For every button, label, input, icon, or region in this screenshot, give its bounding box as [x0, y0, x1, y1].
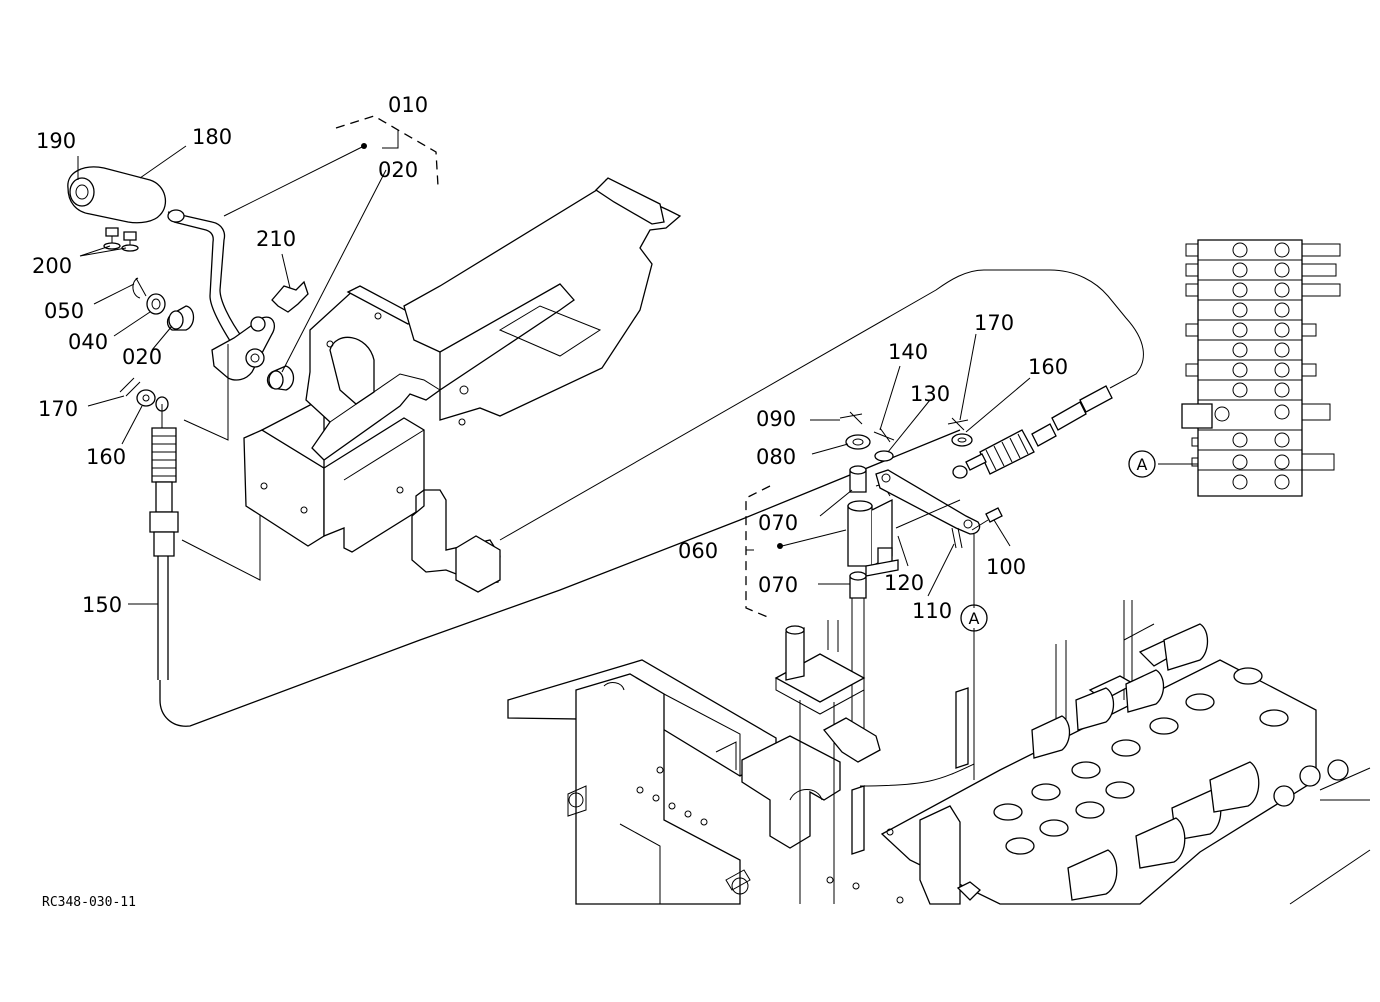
callout-140: 140 — [888, 340, 928, 364]
callout-070-upper: 070 — [758, 511, 798, 535]
callout-110: 110 — [912, 599, 952, 623]
callout-020-upper: 020 — [378, 158, 418, 182]
control-cable — [149, 404, 961, 727]
callout-200: 200 — [32, 254, 72, 278]
callout-060: 060 — [678, 539, 718, 563]
callout-070-lower: 070 — [758, 573, 798, 597]
machine-frame — [507, 600, 1371, 905]
callout-010: 010 — [388, 93, 428, 117]
cable-end-right — [499, 269, 1144, 541]
callout-050: 050 — [44, 299, 84, 323]
callout-170-right: 170 — [974, 311, 1014, 335]
callout-090: 090 — [756, 407, 796, 431]
valve-stack-inset — [1158, 239, 1341, 497]
callout-160-left: 160 — [86, 445, 126, 469]
reference-a-inset-label: A — [1137, 455, 1148, 474]
mounting-bracket — [243, 177, 682, 593]
leader-line — [382, 130, 399, 149]
leader-line — [181, 500, 261, 581]
group-bracket — [335, 115, 439, 187]
callout-100: 100 — [986, 555, 1026, 579]
group-bracket — [745, 485, 771, 619]
link-assembly — [839, 411, 1003, 780]
callout-leaders — [77, 145, 1031, 605]
drawing-id: RC348-030-11 — [42, 895, 136, 910]
callout-labels: 010 020 190 180 210 200 050 040 020 170 … — [32, 93, 1068, 623]
leader-line — [223, 145, 365, 217]
leader-line — [183, 344, 229, 441]
reference-a-link-label: A — [969, 609, 980, 628]
pointer-dot — [777, 543, 783, 549]
callout-130: 130 — [910, 382, 950, 406]
leader-line — [781, 529, 847, 547]
reference-marker-inset: A — [1128, 450, 1156, 478]
callout-120: 120 — [884, 571, 924, 595]
callout-150: 150 — [82, 593, 122, 617]
callout-180: 180 — [192, 125, 232, 149]
callout-160-right: 160 — [1028, 355, 1068, 379]
callout-170-left: 170 — [38, 397, 78, 421]
callout-190: 190 — [36, 129, 76, 153]
callout-020-lower: 020 — [122, 345, 162, 369]
reference-marker-link: A — [960, 604, 988, 632]
callout-210: 210 — [256, 227, 296, 251]
callout-080: 080 — [756, 445, 796, 469]
control-lever — [67, 166, 309, 412]
callout-040: 040 — [68, 330, 108, 354]
pointer-dot — [361, 143, 367, 149]
